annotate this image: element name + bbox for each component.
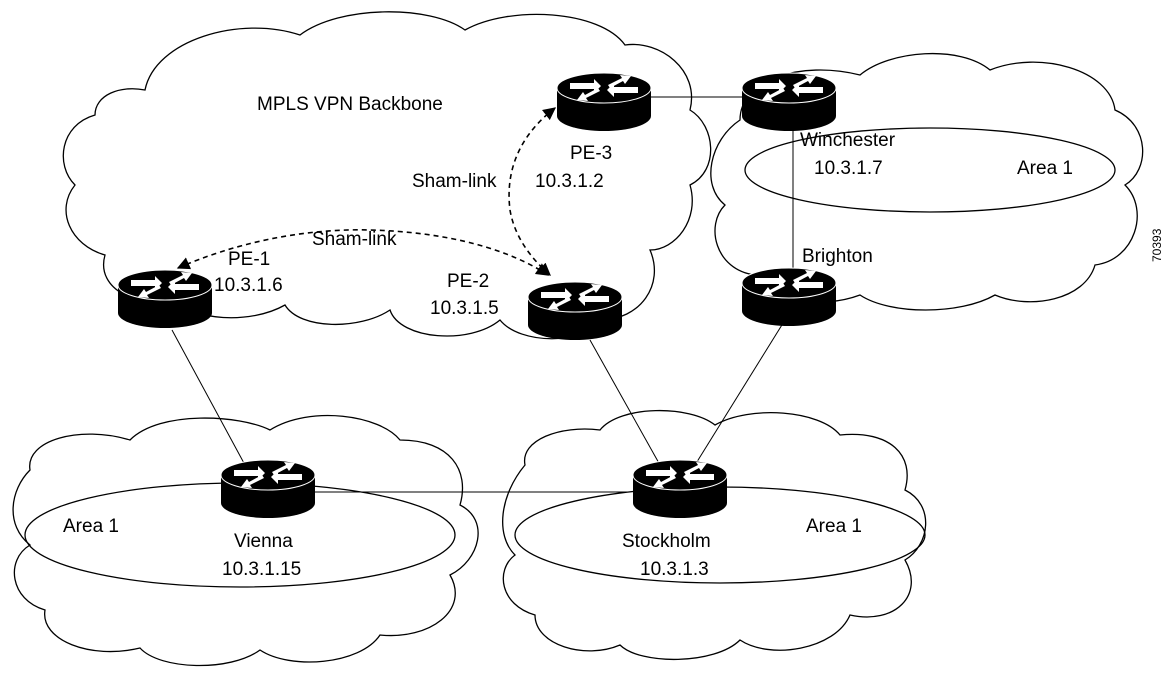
sham-link-pe1-pe2 — [176, 229, 550, 276]
stockholm-name: Stockholm — [622, 531, 711, 552]
router-pe1-icon — [117, 269, 213, 329]
vienna-name: Vienna — [234, 531, 293, 552]
stockholm-area-label: Area 1 — [806, 516, 862, 537]
stockholm-site-cloud — [502, 409, 927, 661]
router-brighton-icon — [741, 267, 837, 327]
winchester-area-ellipse — [744, 127, 1116, 213]
link-brighton-stockholm — [694, 319, 786, 466]
router-pe3-icon — [556, 72, 652, 132]
router-stockholm-icon — [632, 459, 728, 519]
router-pe2-icon — [527, 281, 623, 341]
link-pe2-stockholm — [589, 339, 661, 466]
winchester-name: Winchester — [800, 130, 896, 151]
vienna-ip: 10.3.1.15 — [222, 559, 301, 580]
pe3-ip: 10.3.1.2 — [535, 171, 604, 192]
router-winchester-icon — [741, 72, 837, 132]
winchester-area-label: Area 1 — [1017, 158, 1073, 179]
pe1-ip: 10.3.1.6 — [214, 275, 283, 296]
winchester-ip: 10.3.1.7 — [814, 158, 883, 179]
sham-link-label-pe1: Sham-link — [312, 229, 397, 250]
link-pe1-vienna — [171, 329, 246, 466]
brighton-name: Brighton — [802, 246, 873, 267]
vienna-site-cloud — [12, 414, 479, 667]
sham-link-pe3-pe2 — [508, 107, 557, 276]
sham-link-label-pe3: Sham-link — [412, 171, 497, 192]
pe2-ip: 10.3.1.5 — [430, 298, 499, 319]
stockholm-ip: 10.3.1.3 — [640, 559, 709, 580]
pe1-name: PE-1 — [228, 249, 270, 270]
pe2-name: PE-2 — [447, 271, 489, 292]
router-vienna-icon — [220, 459, 316, 519]
pe3-name: PE-3 — [570, 143, 612, 164]
backbone-label: MPLS VPN Backbone — [257, 94, 443, 115]
figure-id: 70393 — [1150, 228, 1164, 262]
vienna-area-label: Area 1 — [63, 516, 119, 537]
